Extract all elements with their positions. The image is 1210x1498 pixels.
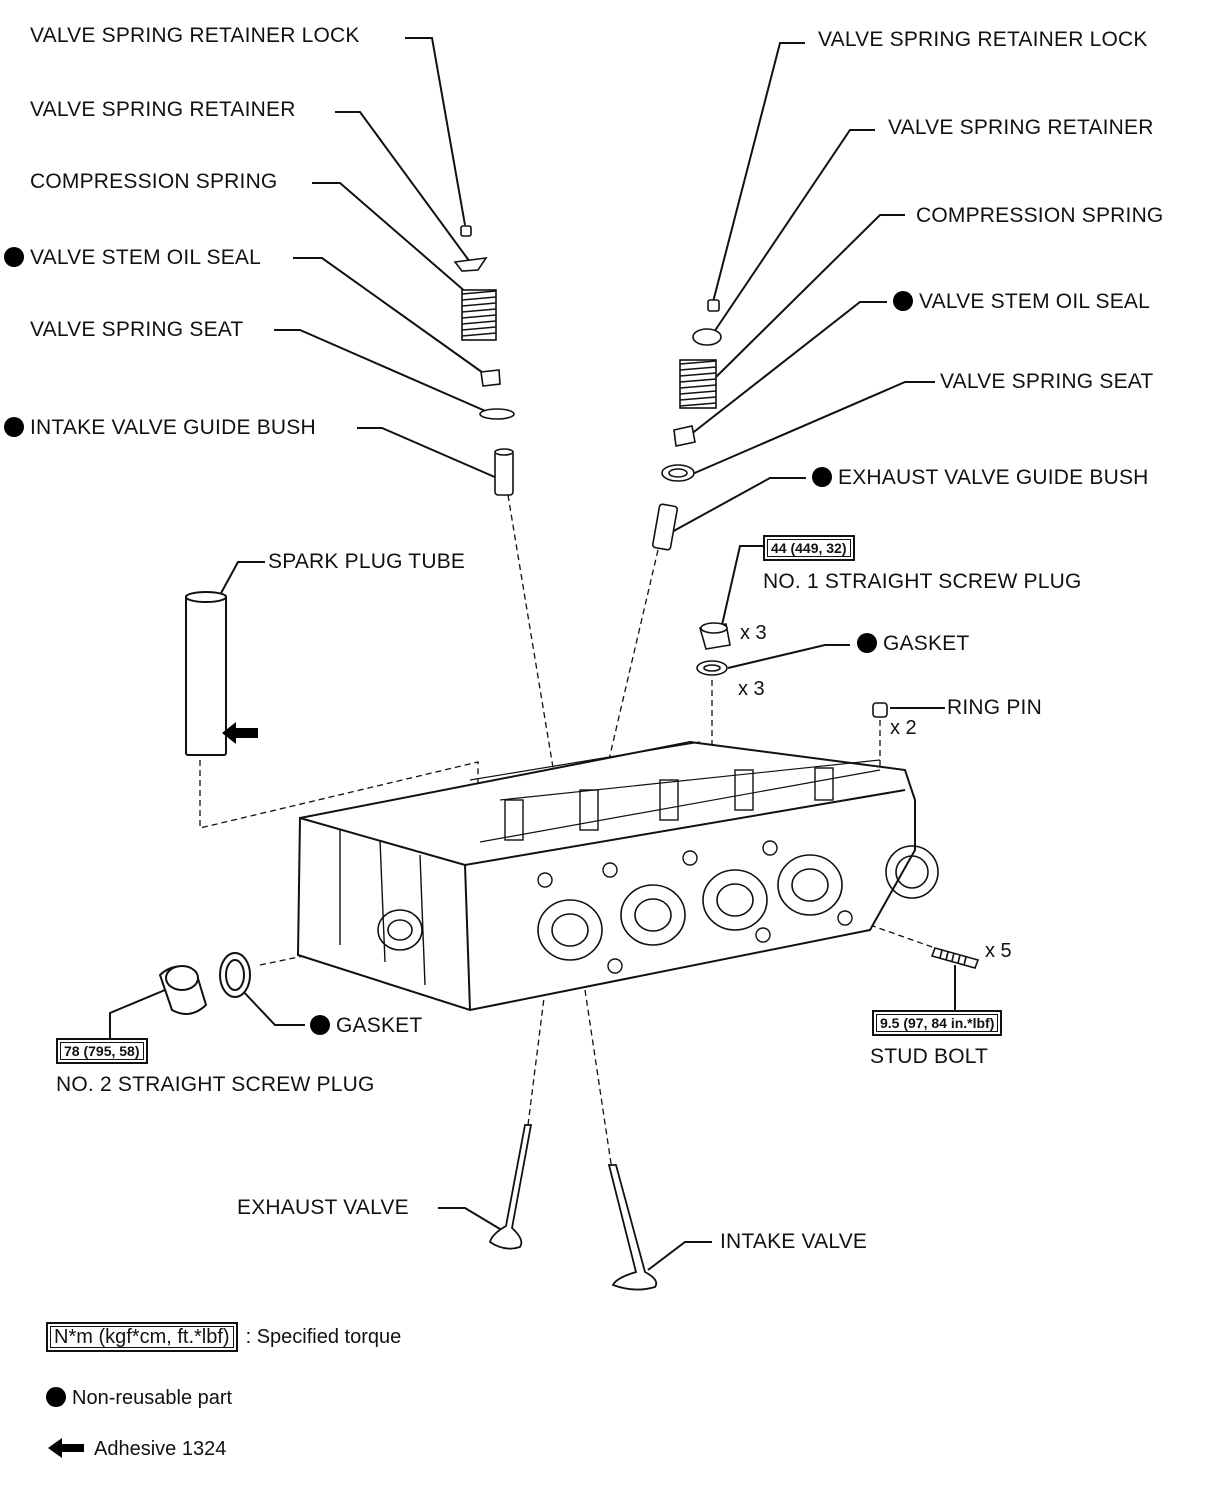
leader-spark-tube xyxy=(219,561,265,596)
leader-l-spring xyxy=(312,182,476,301)
legend-torque: N*m (kgf*cm, ft.*lbf) : Specified torque xyxy=(46,1322,401,1352)
adhesive-arrow-icon xyxy=(222,722,258,744)
l-oil-seal-part xyxy=(480,369,501,387)
non-reusable-dot-icon xyxy=(857,633,877,653)
label-l-guide: INTAKE VALVE GUIDE BUSH xyxy=(30,416,316,439)
legend-adhesive: Adhesive 1324 xyxy=(46,1436,226,1461)
leader-gasket-right xyxy=(727,644,850,669)
leader-r-spring xyxy=(714,214,905,379)
legend-adhesive-text: Adhesive 1324 xyxy=(94,1438,227,1460)
label-intake-valve: INTAKE VALVE xyxy=(720,1230,868,1253)
torque-stud-bolt: 9.5 (97, 84 in.*lbf) xyxy=(872,1010,1003,1036)
leader-intake-valve xyxy=(647,1241,712,1271)
leader-r-guide xyxy=(669,477,806,534)
leader-gasket-left xyxy=(239,987,305,1026)
non-reusable-dot-icon xyxy=(4,417,24,437)
legend-torque-box: N*m (kgf*cm, ft.*lbf) xyxy=(46,1322,238,1352)
label-r-oil-seal-row: VALVE STEM OIL SEAL xyxy=(893,290,1150,314)
leader-l-retainer xyxy=(335,111,471,263)
l-guide-part xyxy=(494,450,514,496)
label-l-spring: COMPRESSION SPRING xyxy=(30,170,278,193)
label-gasket-right: GASKET xyxy=(883,632,970,655)
left-arrow-icon xyxy=(48,1438,84,1458)
leader-r-retainer-lock xyxy=(712,42,805,303)
l-spring-part xyxy=(461,289,497,341)
r-retainer-lock-part xyxy=(707,299,720,312)
leader-l-guide xyxy=(357,427,498,479)
non-reusable-dot-icon xyxy=(893,291,913,311)
l-retainer-lock-part xyxy=(460,225,472,237)
label-r-guide-row: EXHAUST VALVE GUIDE BUSH xyxy=(812,466,1149,490)
legend-non-reusable: Non-reusable part xyxy=(46,1386,232,1410)
non-reusable-dot-icon xyxy=(812,467,832,487)
label-r-retainer-lock: VALVE SPRING RETAINER LOCK xyxy=(818,28,1148,51)
r-spring-part xyxy=(679,359,717,409)
cylinder-head-part xyxy=(296,740,939,1012)
label-r-oil-seal: VALVE STEM OIL SEAL xyxy=(919,290,1150,313)
label-l-retainer-lock: VALVE SPRING RETAINER LOCK xyxy=(30,24,360,47)
qty-stud-bolt: x 5 xyxy=(985,940,1012,962)
label-gasket-right-row: GASKET xyxy=(857,632,969,656)
label-gasket-left-row: GASKET xyxy=(310,1014,422,1038)
leader-no2-plug xyxy=(109,989,166,1038)
label-gasket-left: GASKET xyxy=(336,1014,423,1037)
leader-exhaust-valve xyxy=(438,1207,506,1233)
ring-pin-part xyxy=(872,702,888,718)
legend-torque-text: : Specified torque xyxy=(245,1326,402,1348)
legend-non-reusable-text: Non-reusable part xyxy=(72,1387,233,1409)
leader-l-seat xyxy=(274,329,491,414)
exhaust-valve-part xyxy=(488,1124,533,1250)
leader-r-retainer xyxy=(711,129,875,336)
non-reusable-dot-icon xyxy=(4,247,24,267)
r-oil-seal-part xyxy=(673,425,696,447)
r-guide-part xyxy=(651,503,679,551)
label-r-retainer: VALVE SPRING RETAINER xyxy=(888,116,1154,139)
l-seat-part xyxy=(479,408,515,420)
stud-bolt-part xyxy=(930,947,980,969)
label-stud-bolt: STUD BOLT xyxy=(870,1045,989,1068)
filled-circle-icon xyxy=(46,1387,66,1407)
r-retainer-part xyxy=(692,328,722,346)
label-l-oil-seal: VALVE STEM OIL SEAL xyxy=(30,246,261,269)
label-r-spring: COMPRESSION SPRING xyxy=(916,204,1164,227)
label-exhaust-valve: EXHAUST VALVE xyxy=(237,1196,409,1219)
label-l-guide-row: INTAKE VALVE GUIDE BUSH xyxy=(4,416,316,440)
leader-l-oil-seal xyxy=(293,257,487,376)
qty-no1-plug: x 3 xyxy=(740,622,767,644)
torque-no2-plug: 78 (795, 58) xyxy=(56,1038,148,1064)
non-reusable-dot-icon xyxy=(310,1015,330,1035)
label-ring-pin: RING PIN xyxy=(947,696,1042,719)
leader-no1-plug xyxy=(721,545,765,626)
label-r-guide: EXHAUST VALVE GUIDE BUSH xyxy=(838,466,1149,489)
leader-r-oil-seal xyxy=(689,301,887,436)
leader-r-seat xyxy=(689,381,935,476)
label-no2-plug: NO. 2 STRAIGHT SCREW PLUG xyxy=(56,1073,375,1096)
label-r-seat: VALVE SPRING SEAT xyxy=(940,370,1154,393)
qty-gasket-right: x 3 xyxy=(738,678,765,700)
leader-l-retainer-lock xyxy=(405,37,466,226)
l-retainer-part xyxy=(453,256,488,272)
label-l-retainer: VALVE SPRING RETAINER xyxy=(30,98,296,121)
intake-valve-part xyxy=(607,1164,658,1291)
label-l-seat: VALVE SPRING SEAT xyxy=(30,318,244,341)
spark-plug-tube-part xyxy=(185,591,227,756)
qty-ring-pin: x 2 xyxy=(890,717,917,739)
label-l-oil-seal-row: VALVE STEM OIL SEAL xyxy=(4,246,261,270)
label-spark-plug-tube: SPARK PLUG TUBE xyxy=(268,550,466,573)
label-no1-plug: NO. 1 STRAIGHT SCREW PLUG xyxy=(763,570,1082,593)
torque-no1-plug: 44 (449, 32) xyxy=(763,535,855,561)
